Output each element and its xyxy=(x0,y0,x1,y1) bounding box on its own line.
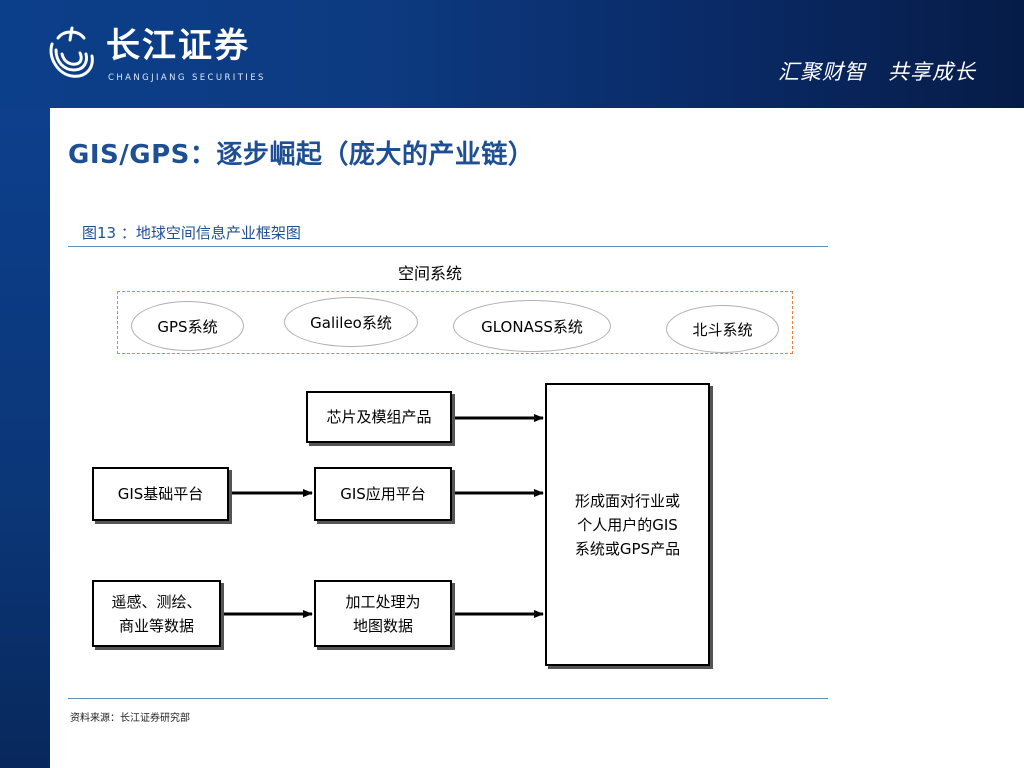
final-product-box: 形成面对行业或 个人用户的GIS 系统或GPS产品 xyxy=(545,383,710,666)
glonass-system-ellipse: GLONASS系统 xyxy=(453,300,611,352)
page-title: GIS/GPS：逐步崛起（庞大的产业链） xyxy=(68,140,535,170)
company-logo: 长江证券 CHANGJIANG SECURITIES xyxy=(42,22,282,92)
gis-base-platform-box: GIS基础平台 xyxy=(92,467,229,521)
footer-divider xyxy=(68,698,828,699)
gps-system-ellipse: GPS系统 xyxy=(131,301,244,351)
chips-modules-box: 芯片及模组产品 xyxy=(306,391,452,443)
logo-name: 长江证券 xyxy=(106,26,250,66)
caption-divider xyxy=(68,246,828,247)
galileo-system-ellipse: Galileo系统 xyxy=(284,297,418,347)
figure-caption: 图13 ：地球空间信息产业框架图 xyxy=(82,224,301,242)
beidou-system-ellipse: 北斗系统 xyxy=(666,305,779,353)
remote-sensing-data-box: 遥感、测绘、 商业等数据 xyxy=(92,580,221,647)
slogan: 汇聚财智 共享成长 xyxy=(778,60,976,84)
header-bar xyxy=(0,0,1024,108)
source-note: 资料来源：长江证券研究部 xyxy=(70,713,190,724)
logo-emblem-icon xyxy=(49,26,94,78)
left-side-bar xyxy=(0,108,50,768)
gis-app-platform-box: GIS应用平台 xyxy=(314,467,452,521)
logo-subtitle: CHANGJIANG SECURITIES xyxy=(108,73,266,83)
map-data-processing-box: 加工处理为 地图数据 xyxy=(314,580,452,647)
space-system-group xyxy=(117,291,793,354)
space-system-label: 空间系统 xyxy=(398,264,463,283)
